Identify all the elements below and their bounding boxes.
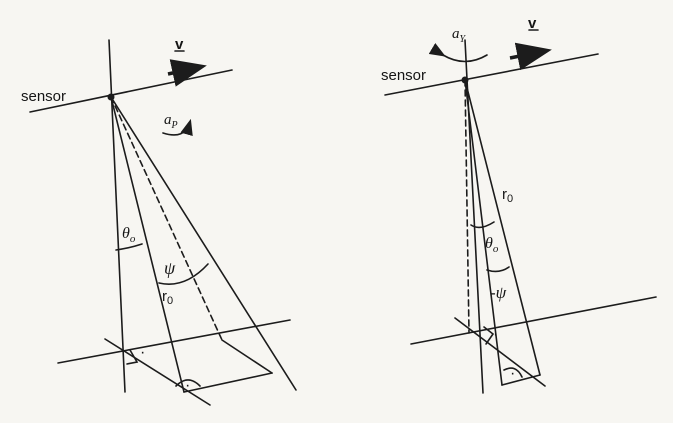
left-rotation-arc-icon [162, 118, 193, 137]
left-theta-label: θo [122, 225, 136, 245]
right-velocity-arrow [509, 42, 552, 71]
right-right-angle-dot-1: · [493, 326, 498, 343]
right-ray-near [464, 79, 503, 386]
right-right-angle-1 [483, 326, 495, 345]
right-psi-label: -ψ [490, 283, 507, 302]
left-ray-center [110, 96, 223, 341]
left-velocity-arrow [167, 59, 207, 87]
left-ray-near [110, 96, 185, 393]
left-ray-far [110, 96, 297, 391]
right-sensor-label: sensor [381, 67, 426, 84]
left-right-angle-2 [175, 379, 201, 387]
right-theta-label: θo [485, 235, 499, 255]
right-sensor-point [461, 76, 469, 84]
left-footprint-edge [221, 339, 273, 374]
right-footprint-base [501, 374, 541, 386]
left-diagram: · · sensor v aP θo ψ r0 [21, 36, 297, 406]
right-nadir-dashed [464, 79, 470, 334]
left-right-angle-dot-1: · [140, 344, 145, 361]
right-theta-arc [470, 221, 495, 229]
right-diagram: · · sensor aY v r0 θo -ψ [381, 15, 657, 394]
left-psi-arc [158, 263, 209, 285]
right-right-angle-dot-2: · [510, 365, 515, 382]
right-ray-far [464, 79, 541, 376]
right-range-label: r0 [502, 186, 513, 205]
right-ground-line-lower [454, 317, 546, 387]
right-rotation-arc-icon [428, 42, 488, 63]
left-velocity-label: v [175, 36, 184, 53]
left-psi-label: ψ [164, 258, 176, 278]
right-rotation-label: aY [452, 26, 467, 45]
right-psi-arc [486, 266, 510, 273]
left-ground-line-lower [104, 338, 211, 406]
right-ground-line [410, 296, 657, 345]
left-sensor-point [107, 93, 115, 101]
left-theta-arc [115, 243, 143, 251]
left-ground-line [57, 319, 291, 364]
right-velocity-label: v [528, 15, 537, 32]
left-footprint-base [183, 372, 273, 393]
right-right-angle-2 [503, 367, 523, 378]
left-rotation-label: aP [164, 112, 178, 131]
left-sensor-label: sensor [21, 88, 66, 105]
left-right-angle-1 [126, 349, 139, 365]
left-range-label: r0 [162, 288, 173, 307]
left-right-angle-dot-2: · [185, 377, 190, 394]
right-flight-line [384, 53, 599, 96]
